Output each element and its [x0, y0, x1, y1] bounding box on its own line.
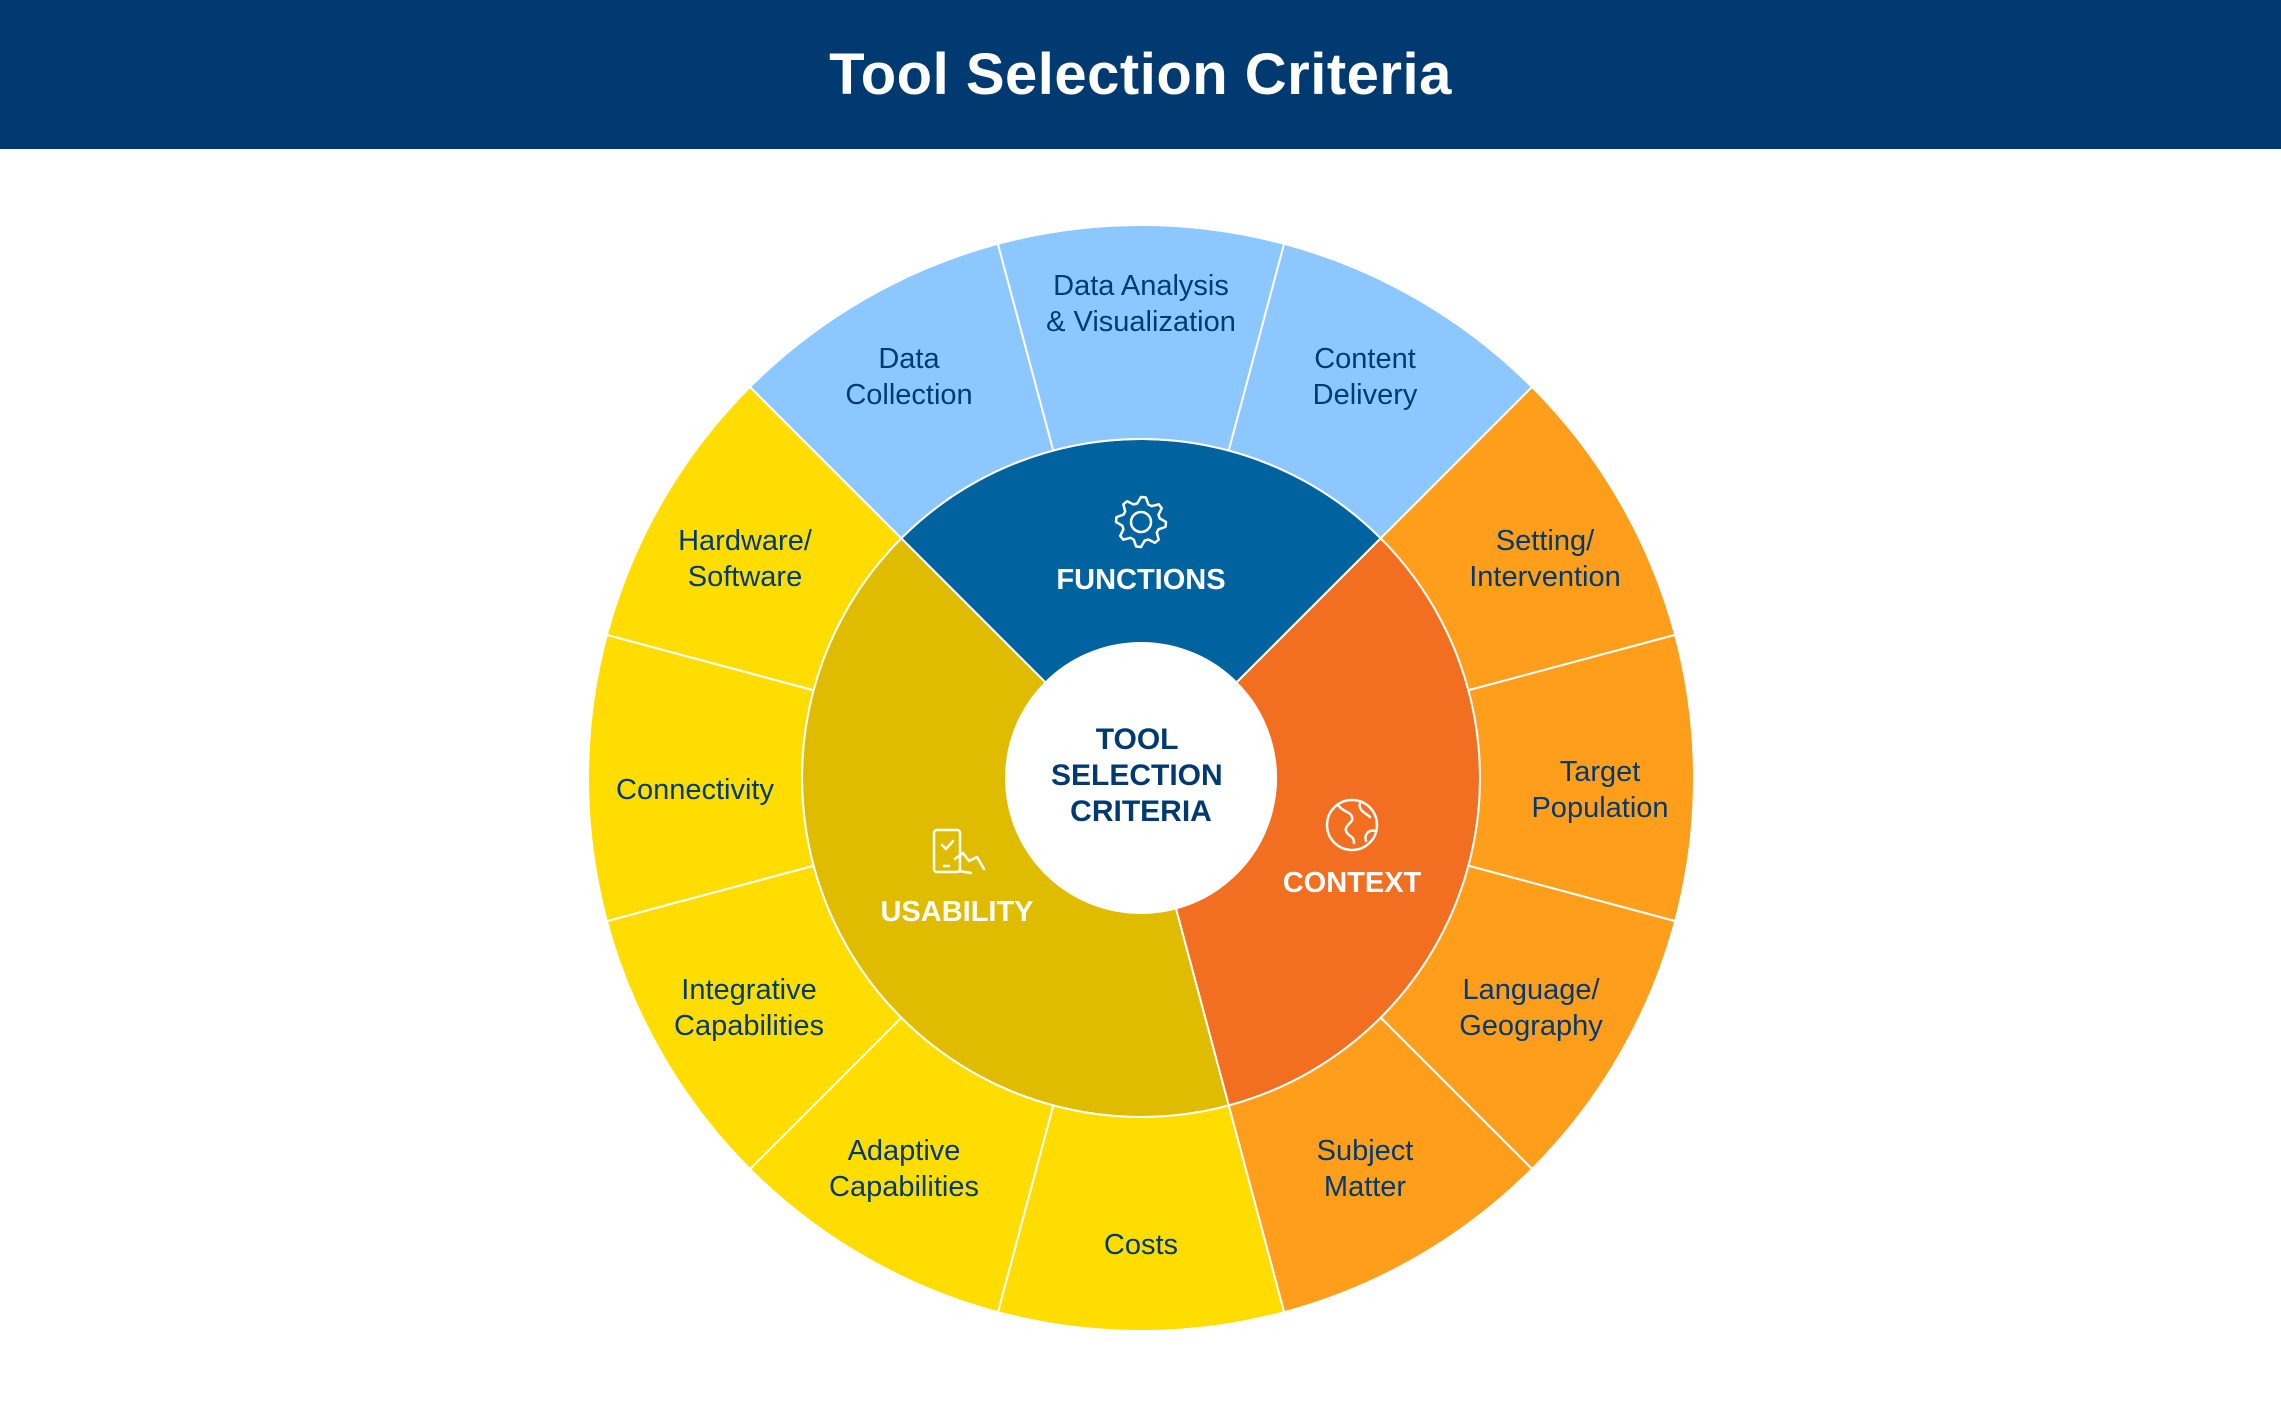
category-functions-label: FUNCTIONS [1056, 564, 1225, 596]
page-title: Tool Selection Criteria [829, 42, 1452, 107]
globe-icon [1325, 798, 1379, 852]
label-connectivity: Connectivity [616, 774, 774, 806]
touch-phone-icon [932, 828, 986, 875]
segment-hardware-software [605, 385, 903, 692]
label-data-analysis: Data Analysis& Visualization [1046, 270, 1236, 338]
label-language-geography: Language/Geography [1459, 974, 1603, 1042]
label-setting-intervention: Setting/Intervention [1469, 525, 1621, 593]
category-context-label: CONTEXT [1283, 867, 1422, 899]
label-hardware-software: Hardware/Software [678, 525, 813, 593]
center-circle [1006, 643, 1276, 913]
gear-icon [1114, 495, 1168, 549]
label-costs: Costs [1104, 1229, 1178, 1261]
header-bar: Tool Selection Criteria [0, 0, 2281, 149]
category-usability-label: USABILITY [880, 896, 1033, 928]
center-title: TOOL SELECTION CRITERIA [1051, 723, 1231, 828]
